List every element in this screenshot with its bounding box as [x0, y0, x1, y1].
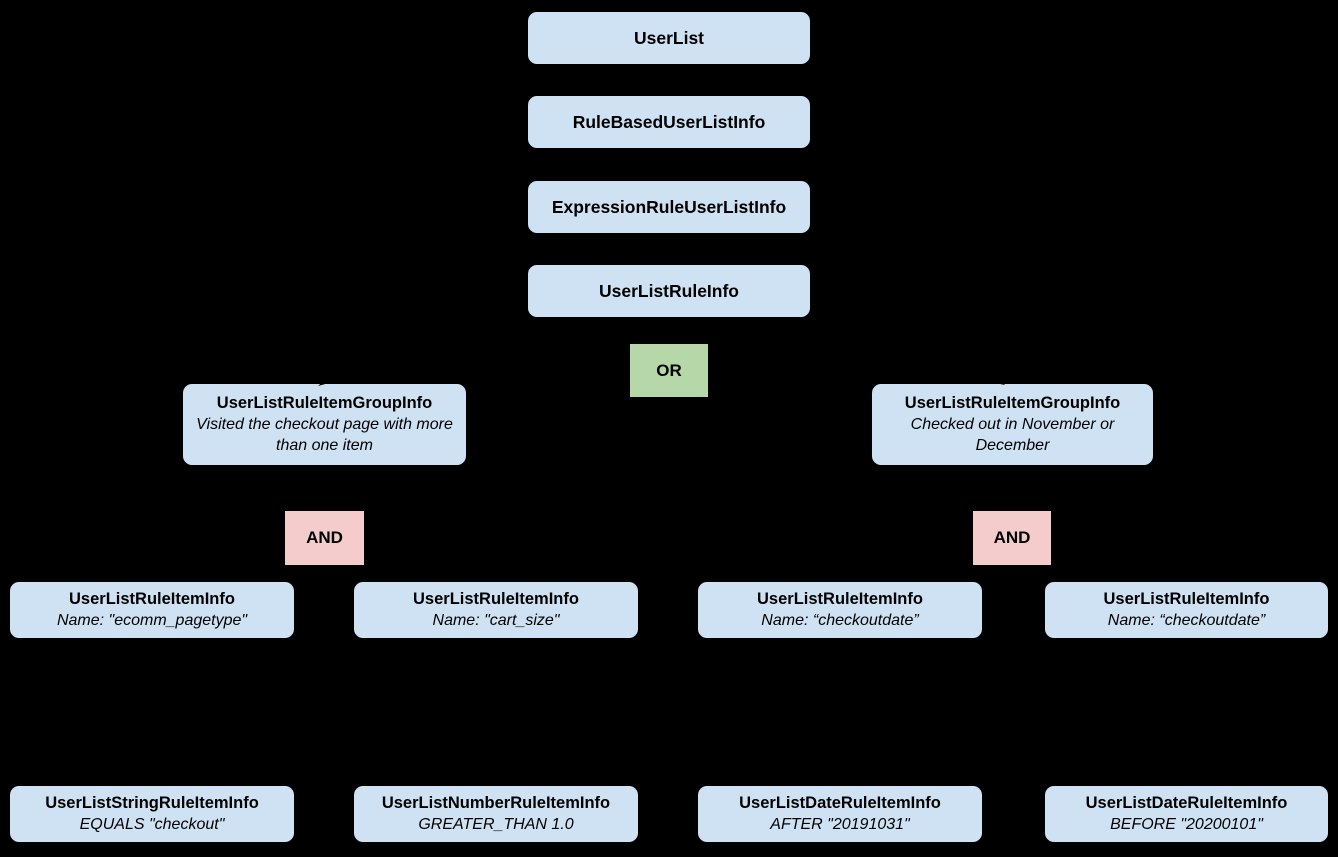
node-title: UserListRuleItemInfo: [757, 590, 923, 608]
node-subtitle: Name: “checkoutdate”: [1107, 612, 1266, 629]
node-string-ruleitem: UserListStringRuleItemInfo EQUALS "check…: [10, 786, 294, 842]
node-ruleitem-checkoutdate-1: UserListRuleItemInfo Name: “checkoutdate…: [698, 582, 982, 638]
node-group-right: UserListRuleItemGroupInfo Checked out in…: [872, 384, 1153, 465]
node-subtitle: BEFORE "20200101": [1110, 816, 1263, 833]
operator-and-left: AND: [285, 511, 364, 565]
node-expressionruleuserlistinfo: ExpressionRuleUserListInfo: [528, 181, 810, 233]
node-title: UserListRuleItemGroupInfo: [904, 394, 1121, 412]
operator-or: OR: [630, 344, 708, 397]
node-title: UserListRuleItemInfo: [1103, 590, 1270, 608]
node-date-ruleitem-before: UserListDateRuleItemInfo BEFORE "2020010…: [1045, 786, 1328, 842]
node-subtitle: AFTER "20191031": [770, 816, 910, 833]
node-subtitle: Name: “checkoutdate”: [761, 612, 919, 629]
node-ruleitem-ecomm-pagetype: UserListRuleItemInfo Name: "ecomm_pagety…: [10, 582, 294, 638]
node-title: UserListStringRuleItemInfo: [45, 794, 259, 812]
node-label: UserList: [633, 27, 705, 48]
node-subtitle: Name: "cart_size": [432, 612, 560, 629]
node-subtitle: Name: "ecomm_pagetype": [56, 612, 248, 629]
node-title: UserListRuleItemInfo: [413, 590, 579, 608]
node-title: UserListRuleItemGroupInfo: [216, 394, 433, 412]
node-subtitle: Visited the checkout page with more than…: [196, 416, 453, 454]
node-group-left: UserListRuleItemGroupInfo Visited the ch…: [183, 384, 466, 465]
node-title: UserListNumberRuleItemInfo: [381, 794, 611, 812]
node-rulebaseduserlistinfo: RuleBasedUserListInfo: [528, 96, 810, 148]
node-ruleitem-checkoutdate-2: UserListRuleItemInfo Name: “checkoutdate…: [1045, 582, 1328, 638]
node-ruleitem-cart-size: UserListRuleItemInfo Name: "cart_size": [354, 582, 638, 638]
node-subtitle: GREATER_THAN 1.0: [418, 816, 574, 833]
node-title: UserListRuleItemInfo: [69, 590, 235, 608]
node-userlist: UserList: [528, 12, 810, 64]
node-subtitle: EQUALS "checkout": [79, 816, 225, 833]
node-number-ruleitem: UserListNumberRuleItemInfo GREATER_THAN …: [354, 786, 638, 842]
node-label: RuleBasedUserListInfo: [572, 111, 766, 132]
arrowhead-right-group-icon: [975, 366, 1005, 385]
node-date-ruleitem-after: UserListDateRuleItemInfo AFTER "20191031…: [698, 786, 982, 842]
node-title: UserListDateRuleItemInfo: [1085, 794, 1288, 812]
node-subtitle: Checked out in November or December: [910, 416, 1115, 454]
node-label: UserListRuleInfo: [598, 280, 740, 301]
operator-label: AND: [306, 528, 343, 547]
node-userlistruleinfo: UserListRuleInfo: [528, 265, 810, 317]
node-title: UserListDateRuleItemInfo: [739, 794, 941, 812]
operator-and-right: AND: [973, 511, 1051, 565]
operator-label: AND: [993, 528, 1031, 547]
operator-label: OR: [656, 360, 682, 380]
node-label: ExpressionRuleUserListInfo: [551, 196, 787, 217]
